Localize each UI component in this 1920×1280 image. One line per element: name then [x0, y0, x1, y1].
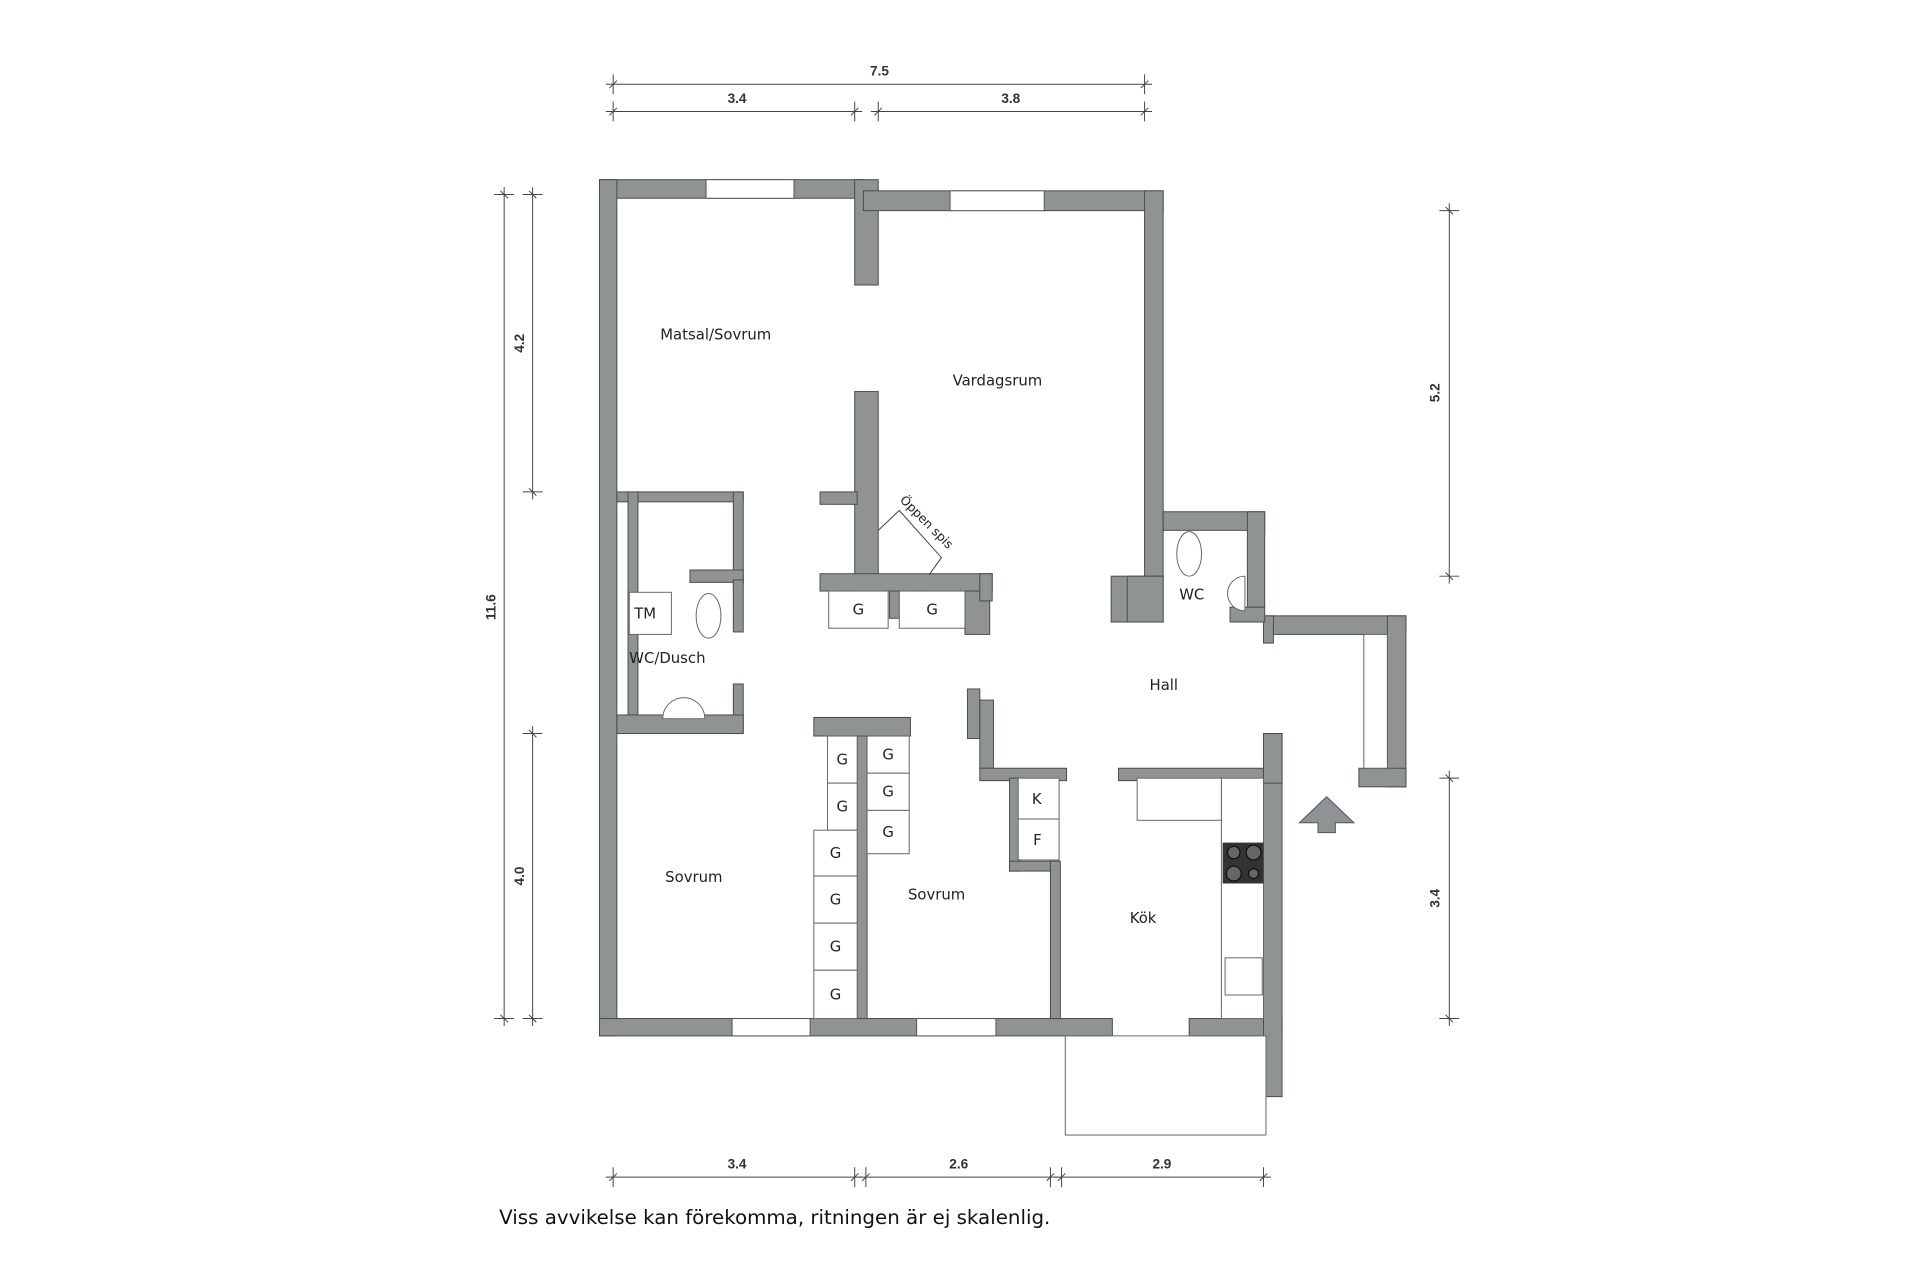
wardrobe-label: G	[830, 891, 842, 909]
kitchen-table	[1136, 777, 1222, 821]
wardrobe	[813, 922, 858, 971]
wardrobe	[813, 829, 858, 877]
wardrobe	[828, 590, 889, 629]
dimension-lines	[494, 74, 1460, 1188]
dim-left-upper: 4.2	[512, 333, 527, 352]
dim-left-lower: 4.0	[512, 866, 527, 885]
wall	[1262, 733, 1283, 784]
wall	[1049, 860, 1061, 1020]
entrance-arrow-icon	[1298, 796, 1356, 834]
wall	[819, 491, 858, 505]
freezer-label: F	[1033, 831, 1042, 849]
dim-top-right: 3.8	[1001, 91, 1020, 106]
dim-top-total: 7.5	[870, 64, 889, 79]
dim-bottom-left: 3.4	[728, 1156, 747, 1171]
wardrobe	[866, 735, 910, 774]
wall	[1386, 615, 1407, 788]
wardrobe-label: G	[837, 751, 849, 769]
wardrobe-label: G	[882, 823, 894, 841]
wardrobe-label: G	[830, 844, 842, 862]
dim-left-total: 11.6	[483, 594, 498, 620]
toilet-icon	[1176, 531, 1203, 577]
wardrobe	[813, 969, 858, 1020]
dim-bottom-mid: 2.6	[949, 1156, 968, 1171]
kitchen-sink-icon	[1224, 957, 1263, 996]
wardrobe-label: G	[830, 938, 842, 956]
room-label-wc: WC	[1179, 586, 1204, 604]
wall	[1264, 615, 1407, 635]
washing-machine	[628, 591, 672, 635]
balcony	[1064, 1035, 1267, 1136]
wall	[1262, 615, 1274, 644]
toilet-icon	[695, 593, 722, 639]
wall	[689, 569, 744, 583]
fixtures: G G G G G G G G G G G	[628, 179, 1388, 1136]
wardrobe-label: G	[882, 746, 894, 764]
entrance-step	[1363, 633, 1388, 769]
sink-icon	[662, 697, 706, 720]
room-label-vardagsrum: Vardagsrum	[953, 371, 1043, 389]
wardrobe-label: G	[882, 783, 894, 801]
wall	[966, 688, 981, 740]
dim-right-upper: 5.2	[1427, 383, 1442, 402]
wall	[813, 716, 911, 737]
wardrobe	[826, 782, 858, 831]
room-label-matsal: Matsal/Sovrum	[660, 326, 771, 344]
tm-label: TM	[633, 604, 656, 622]
wall	[888, 590, 900, 619]
dim-top-left: 3.4	[728, 91, 747, 106]
wall	[854, 391, 879, 578]
wall	[979, 699, 994, 769]
wall	[1229, 606, 1266, 623]
dim-bottom-right: 2.9	[1152, 1156, 1171, 1171]
wardrobe-label: G	[926, 601, 938, 619]
window	[705, 179, 795, 199]
dim-right-lower: 3.4	[1427, 888, 1442, 907]
wardrobe-label: G	[853, 601, 865, 619]
freezer	[1017, 818, 1060, 861]
wall	[1358, 767, 1407, 788]
fireplace-label: Öppen spis	[897, 491, 957, 551]
wall	[1126, 575, 1164, 623]
window	[916, 1018, 997, 1037]
wall	[1144, 190, 1164, 580]
wardrobe	[826, 735, 858, 784]
wardrobe-label: G	[830, 985, 842, 1003]
wardrobe	[866, 809, 910, 855]
wall	[599, 179, 618, 1037]
window	[949, 190, 1045, 212]
room-label-wc-dusch: WC/Dusch	[629, 649, 705, 667]
room-label-hall: Hall	[1150, 676, 1179, 694]
fridge-label: K	[1032, 790, 1043, 808]
wall	[1246, 511, 1266, 608]
fireplace-outline	[877, 509, 943, 576]
disclaimer: Viss avvikelse kan förekomma, ritningen …	[499, 1206, 1050, 1229]
room-label-sovrum: Sovrum	[908, 886, 965, 904]
wall	[732, 579, 744, 633]
room-label-kok: Kök	[1130, 909, 1157, 927]
sink-icon	[1227, 575, 1246, 612]
window	[731, 1018, 811, 1037]
wall	[856, 735, 868, 1020]
room-label-sovrum: Sovrum	[665, 868, 722, 886]
wall	[819, 573, 993, 592]
wall	[599, 1018, 1113, 1037]
walls	[599, 179, 1407, 1098]
wardrobe	[898, 590, 966, 629]
wall	[979, 573, 993, 602]
wardrobe-label: G	[837, 798, 849, 816]
